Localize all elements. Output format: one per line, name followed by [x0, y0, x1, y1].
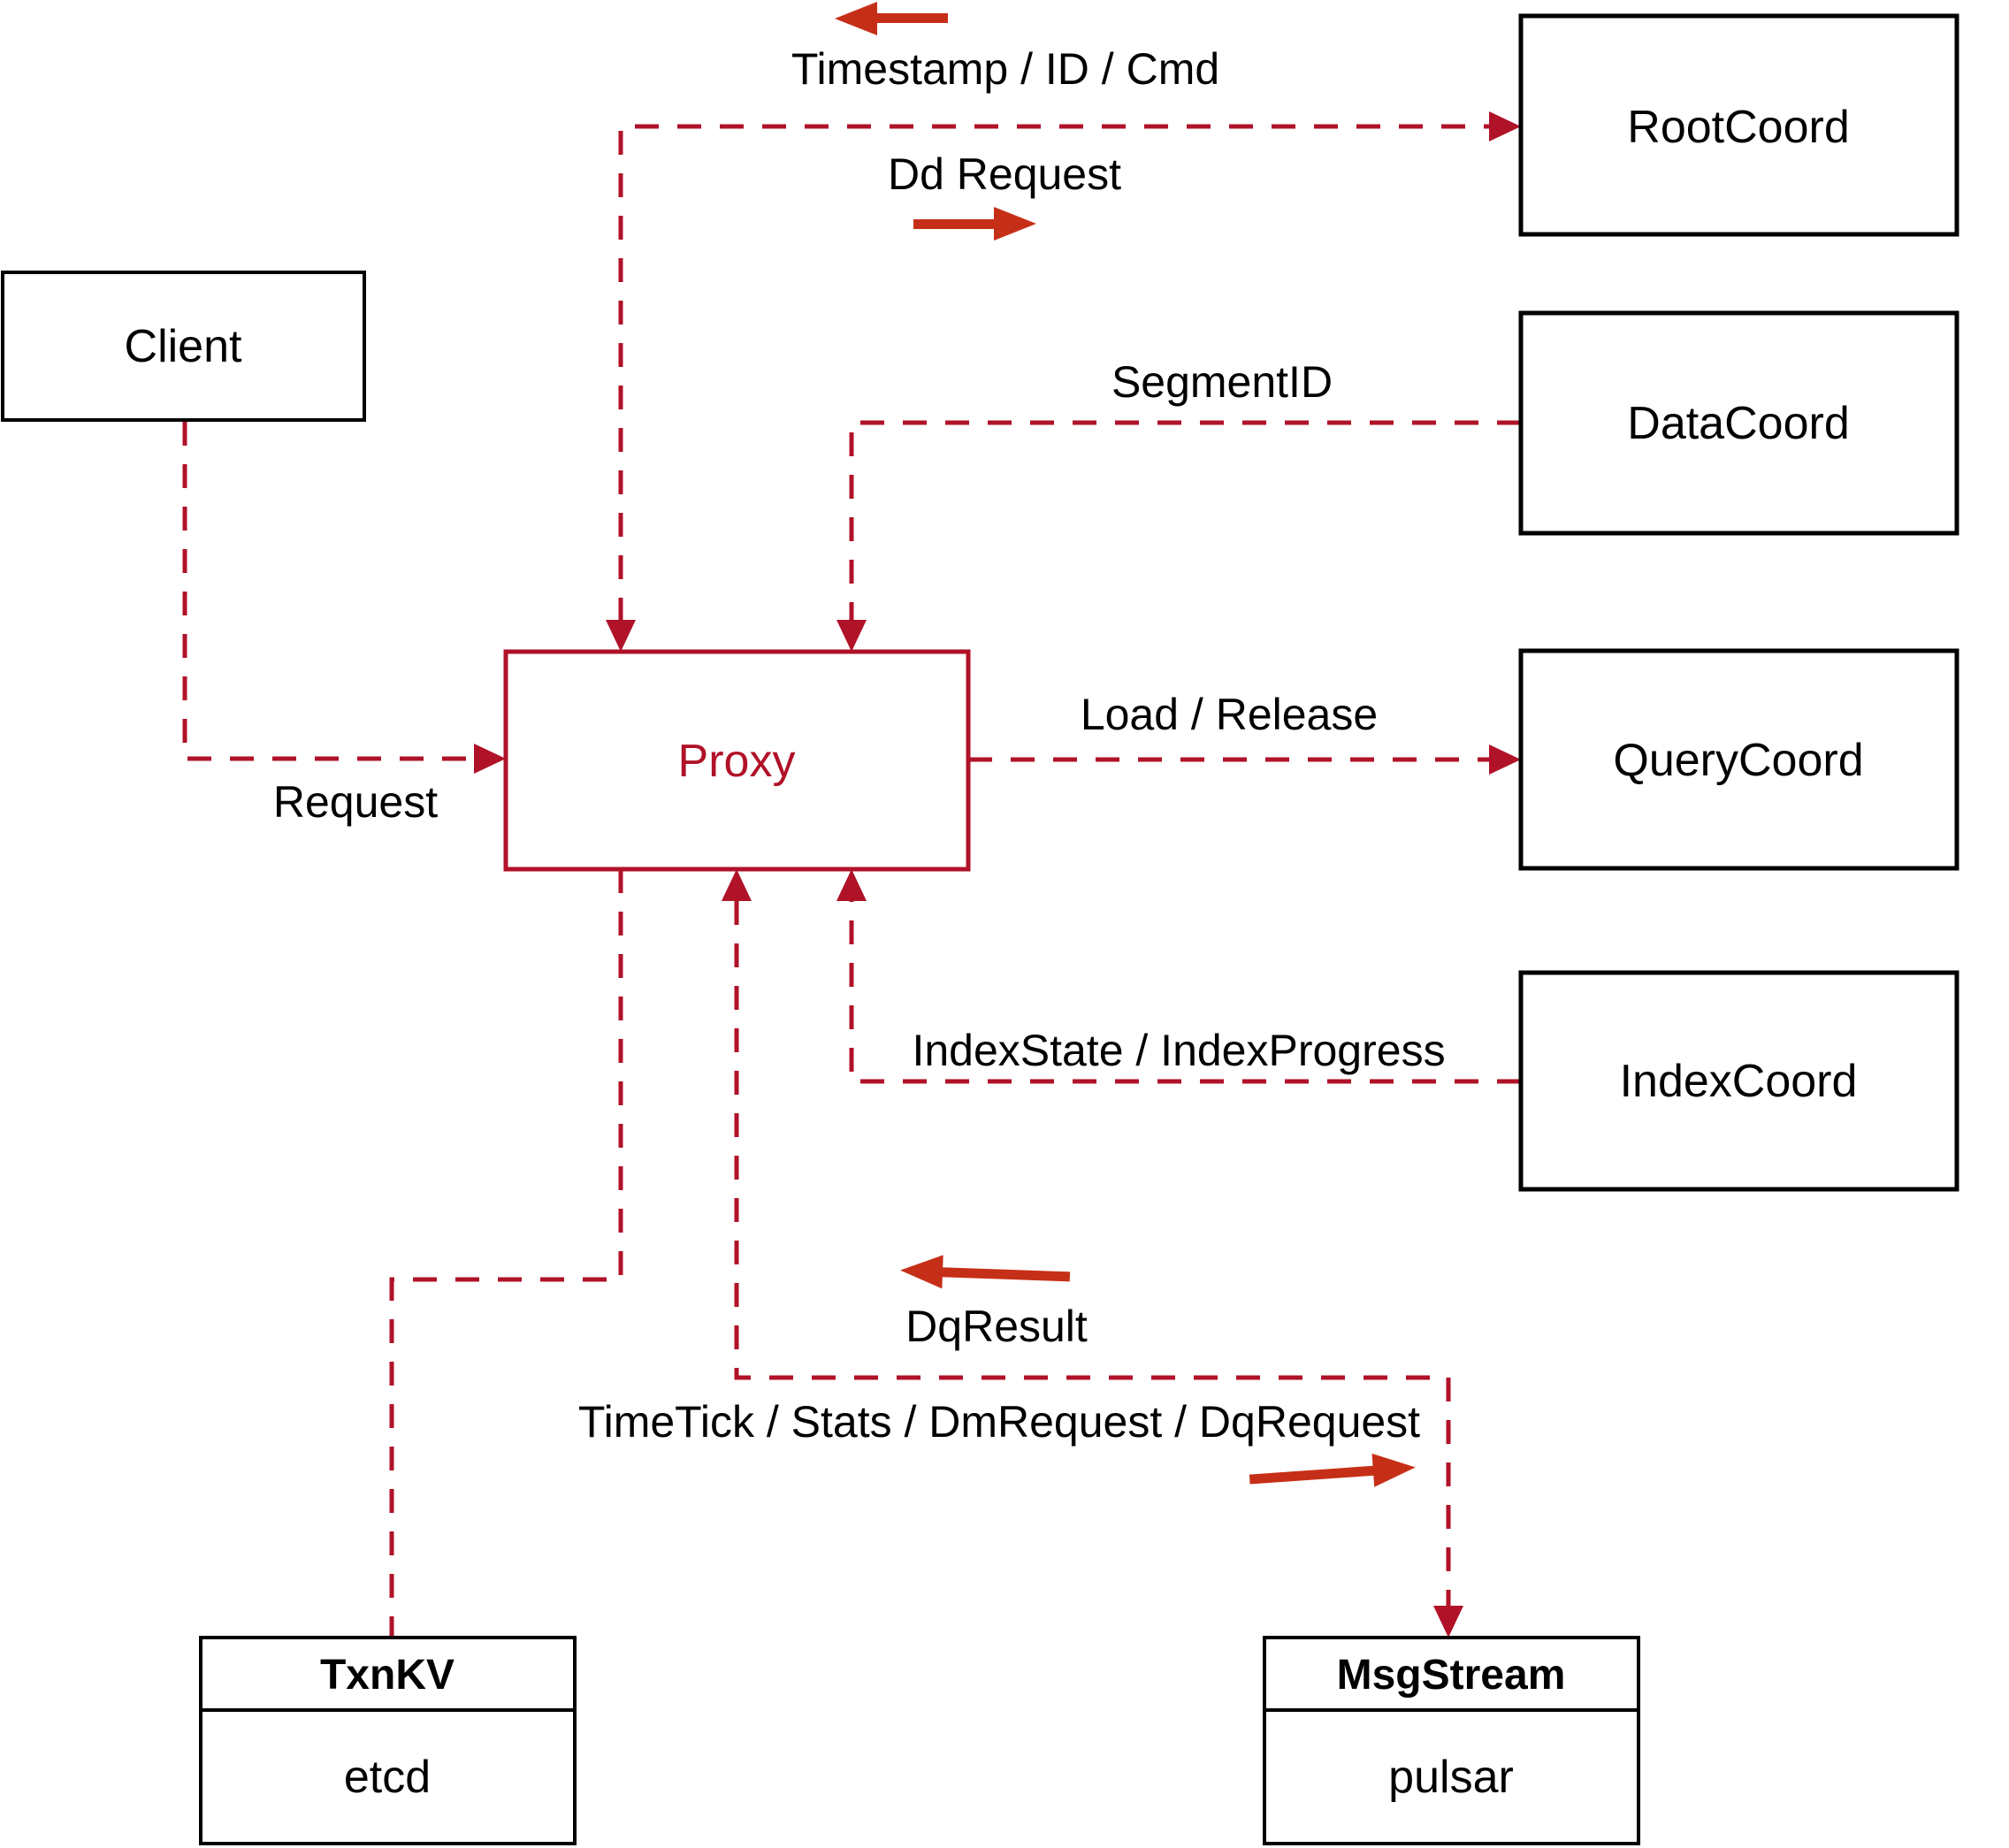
arrowhead-into-proxy-left-icon [474, 744, 506, 774]
left-arrow-dq-result-icon [900, 1255, 1071, 1289]
node-msgstream: MsgStream pulsar [1263, 1636, 1640, 1845]
client-label: Client [125, 321, 242, 372]
right-arrow-timetick-icon [1249, 1453, 1416, 1487]
arrowhead-into-querycoord-icon [1489, 745, 1521, 775]
node-datacoord: DataCoord [1518, 310, 1959, 536]
edge-label-timetick: TimeTick / Stats / DmRequest / DqRequest [578, 1397, 1420, 1447]
querycoord-label: QueryCoord [1613, 735, 1863, 786]
edge-proxy-msgstream [734, 901, 1451, 1606]
edge-label-index-state: IndexState / IndexProgress [912, 1026, 1445, 1075]
msgstream-title: MsgStream [1337, 1652, 1566, 1699]
edge-label-dq-result: DqResult [905, 1302, 1088, 1351]
proxy-label: Proxy [678, 736, 796, 787]
arrowhead-into-rootcoord-icon [1489, 111, 1521, 141]
rootcoord-label: RootCoord [1627, 102, 1849, 153]
indexcoord-label: IndexCoord [1620, 1056, 1858, 1107]
edge-label-timestamp-id-cmd: Timestamp / ID / Cmd [791, 44, 1219, 94]
arrowhead-into-proxy-top-right-icon [836, 620, 867, 652]
arrowhead-into-proxy-bottom-right-icon [836, 869, 867, 901]
arrowhead-into-msgstream-icon [1433, 1606, 1463, 1638]
edge-proxy-rootcoord [618, 124, 1489, 622]
datacoord-label: DataCoord [1627, 398, 1849, 449]
node-rootcoord: RootCoord [1518, 13, 1959, 237]
edge-label-request: Request [273, 777, 438, 827]
arrowhead-into-proxy-bottom-middle-icon [722, 869, 752, 901]
edge-proxy-txnkv [389, 869, 623, 1638]
node-querycoord: QueryCoord [1518, 648, 1959, 871]
arrowhead-into-proxy-top-left-icon [606, 620, 636, 652]
txnkv-title: TxnKV [320, 1652, 455, 1699]
node-indexcoord: IndexCoord [1518, 970, 1959, 1192]
edge-datacoord-to-proxy [849, 420, 1521, 622]
left-arrow-timestamp-icon [835, 2, 948, 35]
edge-label-dd-request: Dd Request [888, 149, 1121, 199]
txnkv-subtitle: etcd [344, 1752, 431, 1803]
edge-label-segment-id: SegmentID [1111, 357, 1333, 407]
node-proxy: Proxy [503, 649, 971, 872]
msgstream-subtitle: pulsar [1388, 1752, 1514, 1803]
right-arrow-dd-request-icon [913, 207, 1036, 241]
node-txnkv: TxnKV etcd [199, 1636, 577, 1845]
edge-client-to-proxy [182, 422, 476, 761]
node-client: Client [1, 271, 366, 422]
edge-indexcoord-to-proxy [849, 901, 1521, 1084]
edge-label-load-release: Load / Release [1081, 690, 1378, 739]
